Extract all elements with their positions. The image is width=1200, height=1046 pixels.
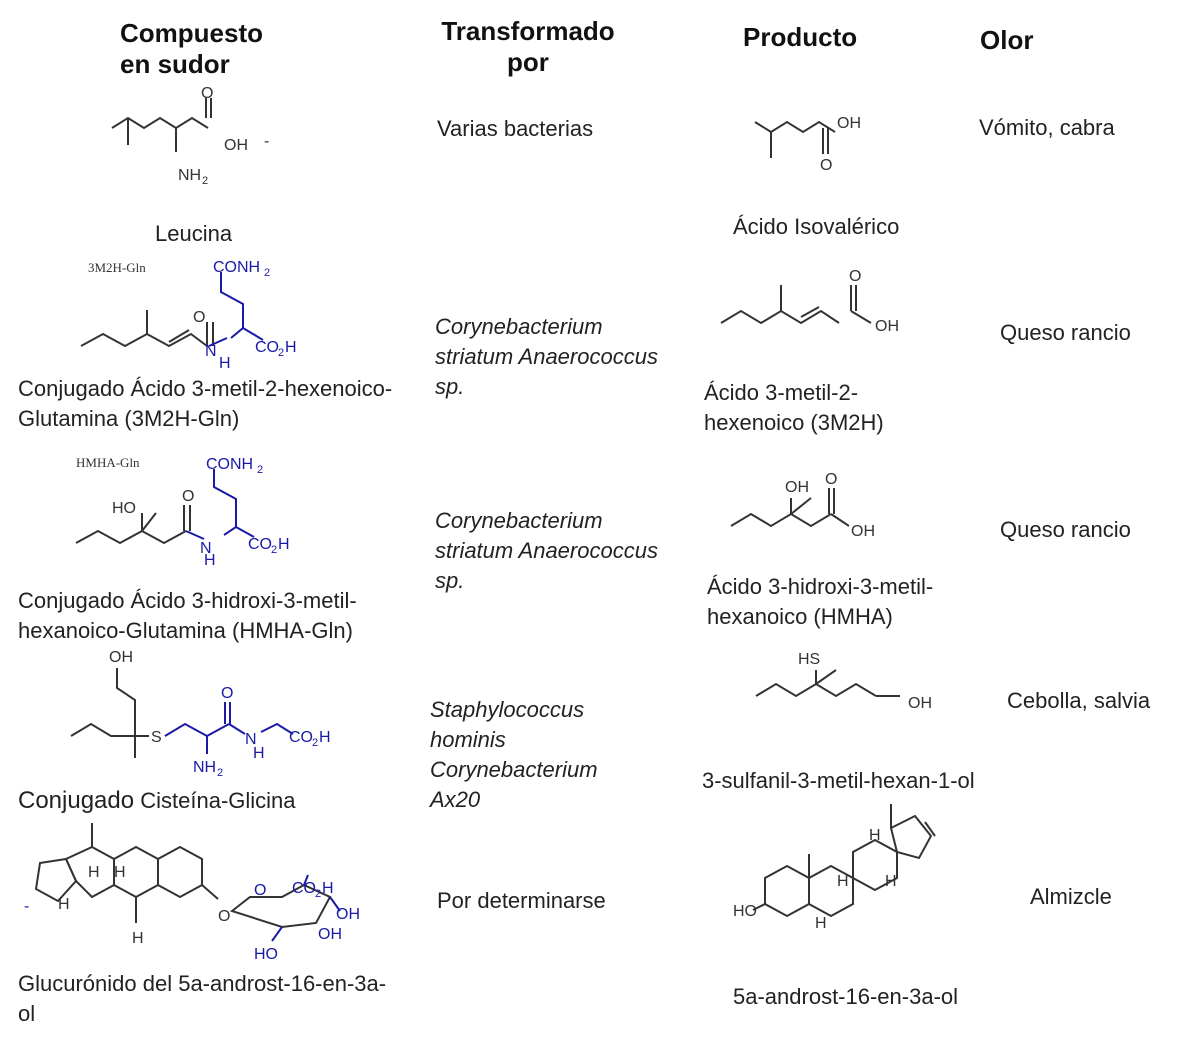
hydroxyl-label: OH (875, 318, 899, 335)
hydroxyl-label-2: OH (318, 926, 342, 943)
svg-text:H: H (815, 915, 827, 932)
compound-name-3m2h-gln: Conjugado Ácido 3-metil-2-hexenoico-Glut… (18, 376, 393, 431)
hydroxyl-label: OH (109, 649, 133, 666)
compound-name-rest: Cisteína-Glicina (140, 788, 296, 813)
sulfanyl-hexanol-structure: HS OH (755, 651, 932, 712)
oxygen-label: O (193, 309, 205, 326)
odor-row4: Cebolla, salvia (1007, 688, 1151, 713)
odor-row2: Queso rancio (1000, 320, 1131, 345)
oxygen-label: O (221, 685, 233, 702)
oxygen-label: O (825, 471, 837, 488)
svg-text:H: H (285, 339, 297, 356)
header-transformed-by: Transformado por (441, 16, 615, 77)
hydroxyl-label: OH (837, 115, 861, 132)
product-name-isovaleric: Ácido Isovalérico (733, 214, 900, 239)
transformer-row5: Por determinarse (437, 888, 606, 913)
hydroxyl-label-3: HO (254, 946, 278, 963)
oxygen-label: O (820, 157, 832, 174)
3m2h-structure: O OH (720, 268, 899, 335)
svg-text:2: 2 (271, 544, 277, 556)
sulfur-label: S (151, 729, 162, 746)
product-name-sulfanyl-hexanol: 3-sulfanil-3-metil-hexan-1-ol (702, 768, 975, 793)
product-name-androstenol: 5a-androst-16-en-3a-ol (733, 984, 959, 1009)
svg-text:H: H (253, 745, 265, 762)
compound-tag: 3M2H-Gln (88, 260, 146, 275)
isovaleric-acid-structure: O OH (754, 115, 861, 174)
hydroxyl-label: OH (908, 695, 932, 712)
svg-text:H: H (869, 827, 881, 844)
compound-name-leucine: Leucina (155, 221, 233, 246)
co2h-label: CO (289, 729, 313, 746)
svg-text:H: H (132, 930, 144, 947)
svg-text:H: H (885, 873, 897, 890)
nitrogen-label: N (200, 540, 212, 557)
svg-text:-: - (24, 898, 29, 915)
odor-row1: Vómito, cabra (979, 115, 1115, 140)
product-name-hmha: Ácido 3-hidroxi-3-metil-hexanoico (HMHA) (707, 574, 934, 629)
svg-text:2: 2 (217, 767, 223, 779)
oxygen-label: O (218, 908, 230, 925)
svg-text:H: H (219, 355, 231, 372)
hmha-structure: OH O OH (730, 471, 875, 540)
svg-text:H: H (58, 896, 70, 913)
svg-text:2: 2 (257, 464, 263, 476)
transformer-row1: Varias bacterias (437, 116, 594, 141)
cys-gly-conjugate-structure: OH S O N H NH 2 CO 2 H (70, 649, 331, 779)
hydroxyl-label: HO (112, 500, 136, 517)
hydroxyl-label: OH (224, 137, 248, 154)
amine-label: NH (178, 167, 201, 184)
odor-row5: Almizcle (1030, 884, 1112, 909)
androstenol-structure: HO H H H H (733, 804, 936, 932)
svg-text:H: H (319, 729, 331, 746)
3m2h-gln-structure: 3M2H-Gln O N H CONH 2 CO 2 H (80, 259, 297, 372)
header-odor: Olor (980, 25, 1034, 55)
svg-text:2: 2 (278, 347, 284, 359)
oxygen-label: O (201, 85, 213, 102)
androstenol-glucuronide-structure: - H H H H O O CO 2 H OH OH HO (24, 823, 360, 963)
header-product: Producto (743, 22, 858, 52)
amine-label: NH (193, 759, 216, 776)
transformer-row4: Staphylococcus hominis Corynebacterium A… (430, 697, 598, 812)
hydroxyl-label: OH (785, 479, 809, 496)
conh2-label: CONH (213, 259, 260, 276)
compound-name-cys-gly: Conjugado Cisteína-Glicina (18, 786, 296, 816)
svg-text:H: H (278, 536, 290, 553)
svg-text:2: 2 (315, 888, 321, 900)
oxygen-label: O (182, 488, 194, 505)
svg-text:H: H (322, 880, 334, 897)
thiol-label: HS (798, 651, 820, 668)
conh2-label: CONH (206, 456, 253, 473)
compound-tag: HMHA-Gln (76, 455, 140, 470)
hydroxyl-label-1: OH (336, 906, 360, 923)
compound-name-glucuronide: Glucurónido del 5a-androst-16-en-3a-ol (18, 971, 387, 1026)
transformer-row3: Corynebacterium striatum Anaerococcus sp… (435, 508, 658, 593)
co2h-label: CO (248, 536, 272, 553)
svg-text:2: 2 (312, 737, 318, 749)
dash-label: - (264, 133, 269, 150)
nitrogen-label: N (205, 343, 217, 360)
odor-row3: Queso rancio (1000, 517, 1131, 542)
nitrogen-label: N (245, 731, 257, 748)
ring-oxygen-label: O (254, 882, 266, 899)
svg-text:H: H (837, 873, 849, 890)
acid-hydroxyl-label: OH (851, 523, 875, 540)
compound-name-hmha-gln: Conjugado Ácido 3-hidroxi-3-metil-hexano… (18, 588, 357, 643)
hmha-gln-structure: HMHA-Gln HO O N H CONH 2 CO 2 H (75, 455, 290, 569)
co2h-label: CO (255, 339, 279, 356)
compound-name-prefix: Conjugado (18, 787, 135, 814)
product-name-3m2h: Ácido 3-metil-2-hexenoico (3M2H) (704, 380, 884, 435)
leucine-structure: O OH - NH 2 (111, 85, 269, 187)
header-compound: Compuesto en sudor (120, 18, 263, 79)
transformer-row2: Corynebacterium striatum Anaerococcus sp… (435, 314, 658, 399)
co2h-label: CO (292, 880, 316, 897)
svg-text:H: H (204, 552, 216, 569)
svg-text:2: 2 (264, 267, 270, 279)
svg-text:2: 2 (202, 175, 208, 187)
oxygen-label: O (849, 268, 861, 285)
svg-text:H: H (114, 864, 126, 881)
svg-text:H: H (88, 864, 100, 881)
hydroxyl-label: HO (733, 903, 757, 920)
